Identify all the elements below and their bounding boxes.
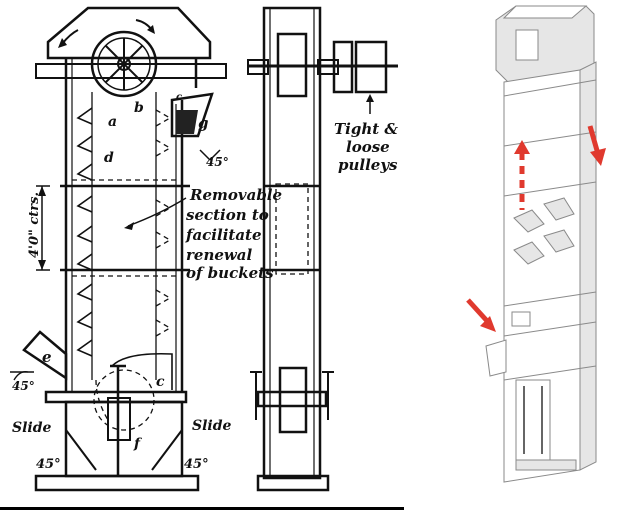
removable-note-line-3: facilitate <box>185 226 262 244</box>
inlet-arrow <box>466 298 496 332</box>
boot-base <box>34 474 200 492</box>
discharge-arrow <box>587 125 606 166</box>
angle-45-left: 45° <box>12 379 35 393</box>
label-b: b <box>134 100 144 116</box>
upward-arrow <box>514 140 530 210</box>
removable-note-line-2: section to <box>186 206 269 224</box>
take-up-bearing <box>107 397 131 441</box>
removable-note-line-1: Removable <box>189 186 282 204</box>
iso-inlet <box>485 339 507 377</box>
label-c-small: c <box>176 92 182 103</box>
label-d: d <box>104 150 114 166</box>
head-pulley-wheel <box>90 30 158 98</box>
isometric-elevator-svg <box>466 5 606 483</box>
label-e: e <box>42 348 52 366</box>
elevator-edge-view <box>247 6 398 492</box>
iso-boot <box>515 379 551 461</box>
buckets-down-run <box>155 109 172 337</box>
removable-note-line-5: of buckets <box>186 264 274 282</box>
bucket-elevator-drawing: a b d g c e c f 45° 45° 45° 45° Slide Sl… <box>0 0 404 507</box>
elevator-line-drawing: a b d g c e c f 45° 45° 45° 45° Slide Sl… <box>10 6 398 492</box>
label-c: c <box>156 374 165 390</box>
loose-pulley <box>354 40 388 94</box>
removable-section-note: Removable section to facilitate renewal … <box>185 186 282 282</box>
angle-45-top: 45° <box>206 155 229 169</box>
iso-buckets-cutaway <box>513 197 575 265</box>
label-a: a <box>108 114 117 130</box>
edge-tail-pulley <box>278 366 308 434</box>
removable-note-line-4: renewal <box>186 246 253 264</box>
slide-left-label: Slide <box>12 420 52 436</box>
label-g: g <box>198 114 209 132</box>
dimension-4ft: 4'0" ctrs. <box>27 192 42 258</box>
angle-45-bottom-left: 45° <box>36 457 61 472</box>
buckets-up-run <box>76 107 93 357</box>
discharge-spout <box>170 92 214 138</box>
slide-right-label: Slide <box>192 418 232 434</box>
label-f: f <box>133 436 143 452</box>
tight-pulley <box>332 40 354 94</box>
isometric-elevator-sketch <box>404 0 638 510</box>
pulley-note-line-1: Tight & <box>334 120 398 138</box>
pulley-note-line-3: pulleys <box>338 156 398 174</box>
pulley-note-line-2: loose <box>346 138 390 156</box>
tail-pulley <box>93 369 155 431</box>
pulley-note: Tight & loose pulleys <box>334 120 398 174</box>
angle-45-bottom-right: 45° <box>184 457 209 472</box>
slide-right-plate <box>151 429 183 471</box>
head-hood <box>46 6 212 60</box>
inlet-chute <box>22 330 68 381</box>
iso-door <box>511 311 531 327</box>
slide-left-plate <box>65 429 97 471</box>
